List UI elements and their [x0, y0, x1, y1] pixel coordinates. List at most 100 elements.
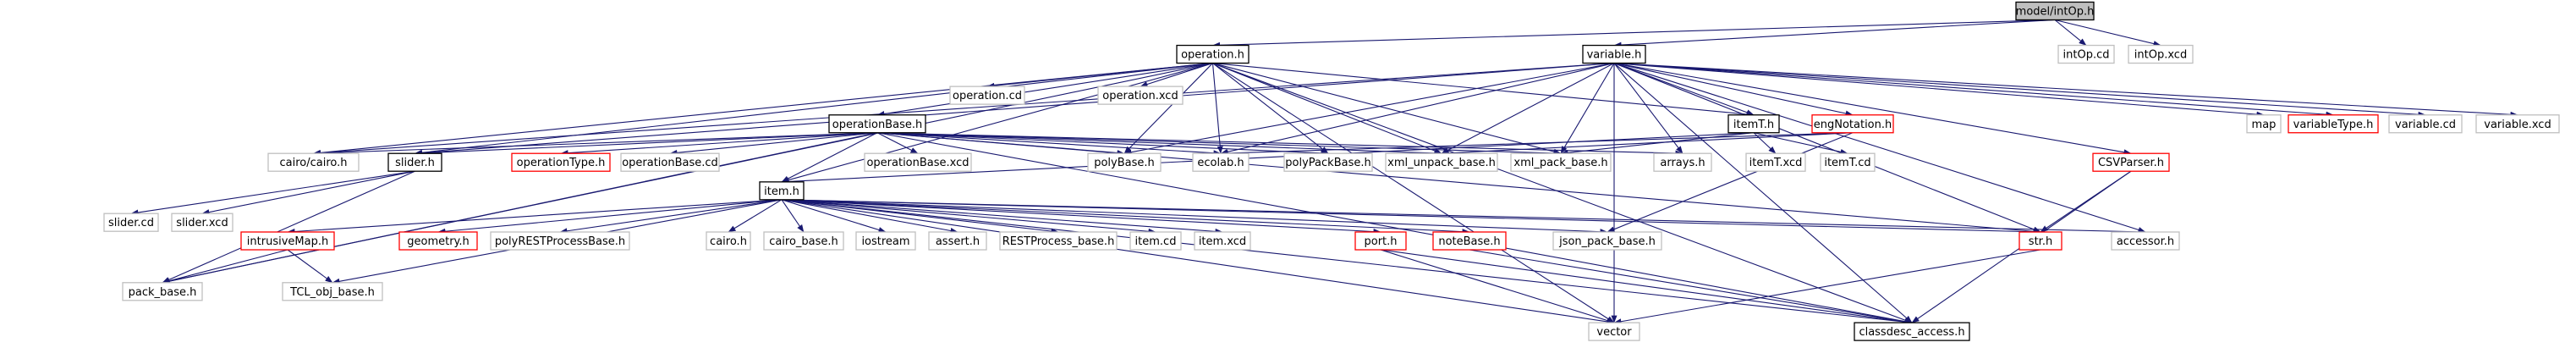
node-polypackbase[interactable]: polyPackBase.h — [1283, 152, 1373, 172]
edge-variable-to-variabletype — [1613, 63, 2334, 118]
node-itemtcd[interactable]: itemT.cd — [1820, 152, 1876, 172]
node-box-cairo — [267, 152, 360, 172]
node-vector[interactable]: vector — [1588, 322, 1640, 341]
node-polybase[interactable]: polyBase.h — [1087, 152, 1162, 172]
node-box-itemcd — [1129, 231, 1182, 251]
node-label-iostream: iostream — [861, 235, 909, 248]
node-box-slidercd — [103, 213, 159, 232]
node-intopcd[interactable]: intOp.cd — [2057, 44, 2115, 64]
node-operationtype[interactable]: operationType.h — [511, 152, 611, 172]
node-box-packbase — [122, 282, 203, 301]
node-item[interactable]: item.h — [759, 181, 805, 201]
edge-operation-to-item — [781, 63, 1213, 183]
node-label-geometry: geometry.h — [407, 235, 470, 248]
edge-port-to-classdesc — [1380, 249, 1913, 325]
node-cairobase[interactable]: cairo_base.h — [763, 231, 844, 251]
node-intrusivemap[interactable]: intrusiveMap.h — [240, 231, 335, 251]
edge-operationbase-to-operationbasecd — [669, 132, 878, 156]
node-variabletype[interactable]: variableType.h — [2288, 114, 2379, 134]
node-label-classdesc: classdesc_access.h — [1859, 326, 1964, 339]
edge-operation-to-vector — [1212, 63, 1615, 323]
node-label-slidercd: slider.cd — [108, 217, 154, 229]
edge-slider-to-sliderxcd — [201, 170, 415, 215]
node-label-operationbase: operationBase.h — [832, 119, 922, 131]
node-variablecd[interactable]: variable.cd — [2388, 114, 2463, 134]
node-str[interactable]: str.h — [2019, 231, 2062, 251]
node-assert[interactable]: assert.h — [928, 231, 987, 251]
node-box-jsonpack — [1552, 231, 1662, 251]
node-label-itemtxcd: itemT.xcd — [1749, 157, 1803, 169]
node-csvparser[interactable]: CSVParser.h — [2092, 152, 2170, 172]
node-itemt[interactable]: itemT.h — [1727, 114, 1780, 134]
node-box-arrays — [1653, 152, 1712, 172]
edge-variable-to-polybase — [1123, 63, 1615, 156]
node-slider[interactable]: slider.h — [387, 152, 442, 172]
node-label-vector: vector — [1596, 326, 1632, 339]
node-port[interactable]: port.h — [1354, 231, 1407, 251]
node-label-cairobase: cairo_base.h — [769, 235, 838, 248]
node-tclobj[interactable]: TCL_obj_base.h — [282, 282, 383, 301]
node-operationcd[interactable]: operation.cd — [949, 86, 1025, 105]
edge-item-to-port — [781, 199, 1381, 235]
node-arrays[interactable]: arrays.h — [1653, 152, 1712, 172]
edge-port-to-vector — [1380, 249, 1615, 323]
node-operation[interactable]: operation.h — [1176, 44, 1250, 64]
node-intopxcd[interactable]: intOp.xcd — [2128, 44, 2194, 64]
node-box-polybase — [1087, 152, 1162, 172]
node-label-jsonpack: json_pack_base.h — [1558, 235, 1656, 248]
edge-operationbase-to-classdesc — [876, 132, 1913, 325]
node-xmlpack[interactable]: xml_pack_base.h — [1510, 152, 1612, 172]
node-box-xmlpack — [1510, 152, 1612, 172]
node-box-vector — [1588, 322, 1640, 341]
node-packbase[interactable]: pack_base.h — [122, 282, 203, 301]
node-accessor[interactable]: accessor.h — [2111, 231, 2180, 251]
edge-item-to-cairobase — [781, 199, 805, 233]
node-box-operationbase — [828, 114, 926, 134]
node-geometry[interactable]: geometry.h — [398, 231, 478, 251]
node-operationbasecd[interactable]: operationBase.cd — [620, 152, 720, 172]
node-box-assert — [928, 231, 987, 251]
node-engnotation[interactable]: engNotation.h — [1811, 114, 1894, 134]
node-polyrest[interactable]: polyRESTProcessBase.h — [490, 231, 630, 251]
node-box-xmlunpack — [1385, 152, 1498, 172]
node-label-cairoh: cairo.h — [710, 235, 747, 248]
edge-operationbase-to-packbase — [162, 132, 878, 284]
node-slidercd[interactable]: slider.cd — [103, 213, 159, 232]
node-operationbasexcd[interactable]: operationBase.xcd — [864, 152, 972, 172]
node-ecolab[interactable]: ecolab.h — [1192, 152, 1250, 172]
node-cairoh[interactable]: cairo.h — [706, 231, 751, 251]
edge-item-to-vector — [781, 199, 1615, 325]
node-itemxcd[interactable]: item.xcd — [1194, 231, 1251, 251]
edge-operation-to-cairo — [313, 63, 1213, 156]
node-label-ecolab: ecolab.h — [1197, 157, 1244, 169]
node-itemcd[interactable]: item.cd — [1129, 231, 1182, 251]
node-jsonpack[interactable]: json_pack_base.h — [1552, 231, 1662, 251]
node-map[interactable]: map — [2246, 114, 2282, 134]
node-xmlunpack[interactable]: xml_unpack_base.h — [1385, 152, 1498, 172]
node-operationbase[interactable]: operationBase.h — [828, 114, 926, 134]
node-notebase[interactable]: noteBase.h — [1432, 231, 1507, 251]
edge-operation-to-operationxcd — [1140, 63, 1213, 87]
edge-variable-to-engnotation — [1613, 63, 1854, 117]
node-restprocess[interactable]: RESTProcess_base.h — [999, 231, 1118, 251]
node-operationxcd[interactable]: operation.xcd — [1097, 86, 1184, 105]
edge-operationbase-to-item — [781, 132, 878, 183]
node-classdesc[interactable]: classdesc_access.h — [1854, 322, 1970, 341]
node-cairo[interactable]: cairo/cairo.h — [267, 152, 360, 172]
edge-slider-to-slidercd — [130, 170, 415, 216]
node-box-geometry — [398, 231, 478, 251]
node-sliderxcd[interactable]: slider.xcd — [171, 213, 233, 232]
edge-item-to-assert — [781, 199, 958, 234]
edge-engnotation-to-jsonpack — [1607, 132, 1854, 233]
edge-operationbase-to-slider — [415, 132, 878, 157]
node-variablexcd[interactable]: variable.xcd — [2475, 114, 2560, 134]
node-variable[interactable]: variable.h — [1582, 44, 1646, 64]
node-iostream[interactable]: iostream — [855, 231, 916, 251]
edge-operationbase-to-polypackbase — [876, 132, 1329, 157]
node-box-operationbasexcd — [864, 152, 972, 172]
node-itemtxcd[interactable]: itemT.xcd — [1745, 152, 1806, 172]
edge-operationbase-to-operationtype — [560, 132, 878, 157]
node-box-operationbasecd — [620, 152, 720, 172]
edge-item-to-geometry — [437, 199, 783, 235]
edge-operationbase-to-xmlunpack — [876, 132, 1442, 157]
